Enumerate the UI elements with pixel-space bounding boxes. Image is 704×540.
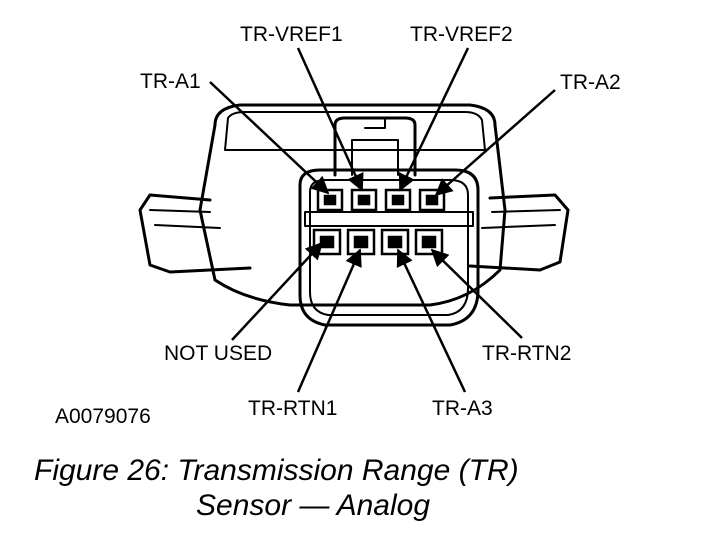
housing-top-lip: [224, 111, 486, 151]
leader-tr-a2: [434, 89, 556, 197]
left-flange: [138, 193, 252, 274]
pin-tr-a3: [380, 228, 410, 256]
leader-tr-a3: [396, 248, 467, 393]
leader-tr-rtn1: [296, 248, 362, 393]
top-pin-row: [316, 188, 446, 212]
right-flange-detail: [481, 209, 561, 229]
figure-caption-line1: Figure 26: Transmission Range (TR): [34, 454, 519, 487]
label-tr-vref2: TR-VREF2: [410, 23, 513, 46]
label-tr-a3: TR-A3: [432, 397, 493, 420]
leader-tr-a1: [209, 81, 330, 195]
label-tr-rtn2: TR-RTN2: [482, 342, 572, 365]
figure-caption-line2: Sensor — Analog: [196, 489, 431, 522]
leader-tr-vref2: [398, 47, 470, 192]
latch-notch: [364, 117, 386, 129]
pin-tr-vref1: [350, 188, 378, 212]
right-flange: [468, 193, 570, 272]
label-tr-rtn1: TR-RTN1: [248, 397, 338, 420]
label-tr-vref1: TR-VREF1: [240, 23, 343, 46]
leader-tr-vref1: [296, 47, 364, 192]
connector-shroud: [298, 168, 480, 327]
pin-tr-vref2: [384, 188, 412, 212]
leader-tr-rtn2: [430, 248, 523, 339]
pin-row-divider: [304, 211, 474, 227]
label-not-used: NOT USED: [164, 342, 273, 365]
label-tr-a1: TR-A1: [140, 70, 201, 93]
pin-tr-a2: [418, 188, 446, 212]
latch-inner: [351, 139, 399, 176]
bottom-pin-row: [312, 228, 444, 256]
latch: [333, 116, 417, 177]
pin-tr-rtn2: [414, 228, 444, 256]
label-tr-a2: TR-A2: [560, 71, 621, 94]
pin-tr-a1: [316, 188, 344, 212]
figure-id: A0079076: [55, 405, 151, 428]
leader-not-used: [231, 241, 324, 341]
left-flange-detail: [149, 209, 221, 229]
